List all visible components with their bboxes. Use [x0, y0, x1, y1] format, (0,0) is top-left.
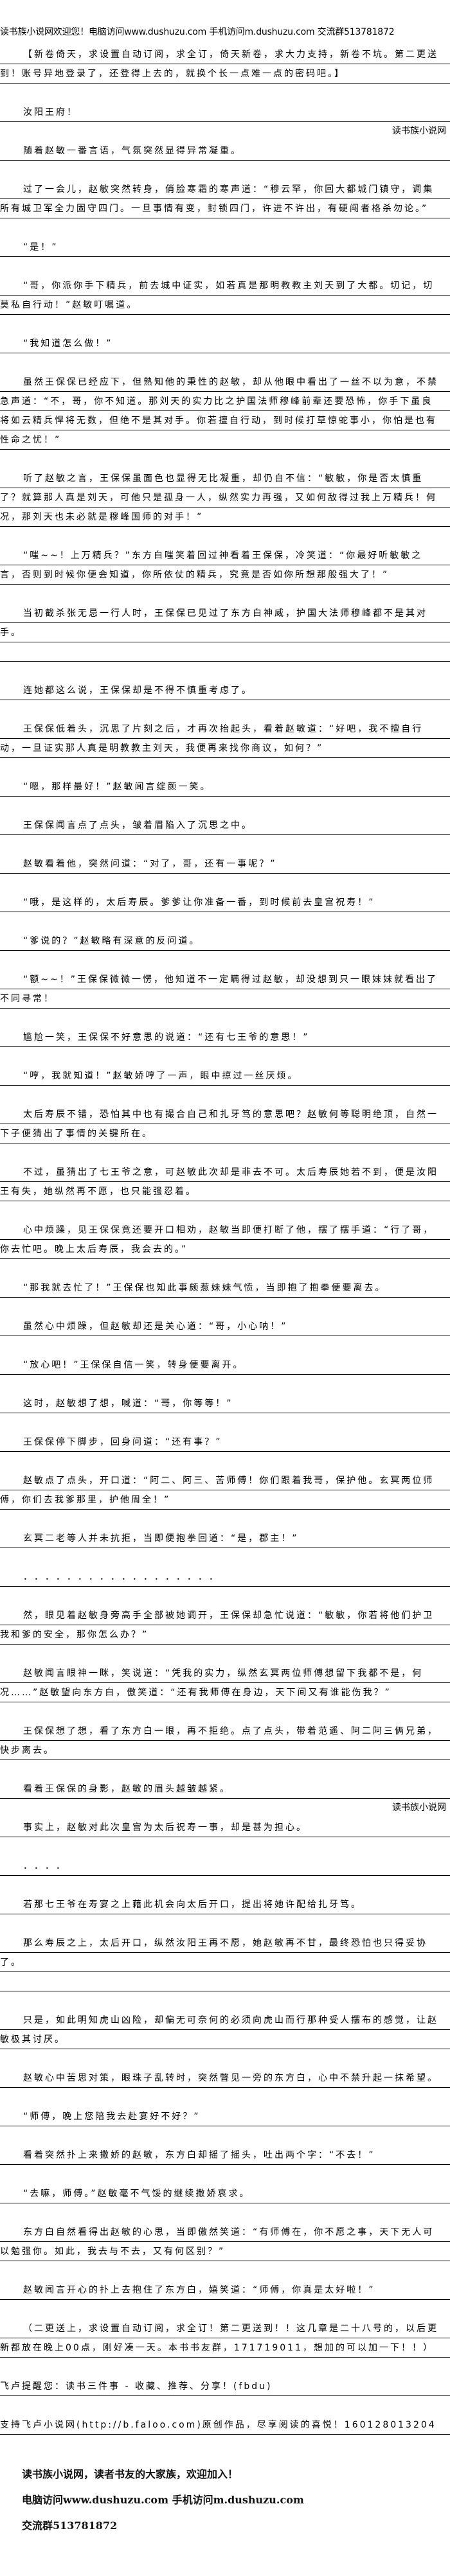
- paragraph: 王保保低着头，沉思了片刻之后，才再次抬起头，看着赵敏道：“好吧，我不擅自行动，一…: [0, 719, 450, 758]
- paragraph: 看着突然扑上来撒娇的赵敏，东方白却摇了摇头，吐出两个字：“不去！”: [0, 2146, 450, 2165]
- paragraph: 心中烦躁，见王保保竟还要开口相劝，赵敏当即便打断了他，摆了摆手道：“行了哥，你去…: [0, 1221, 450, 1259]
- site-welcome-header: 读书族小说网欢迎您！电脑访问www.dushuzu.com 手机访问m.dush…: [0, 27, 395, 37]
- paragraph: “放心吧！”王保保自信一笑，转身便要离开。: [0, 1355, 450, 1375]
- paragraph: 太后寿辰不错，恐怕其中也有撮合自己和扎牙笃的意思吧？赵敏何等聪明绝顶，自然一下子…: [0, 1105, 450, 1143]
- paragraph: 然，眼见着赵敏身旁高手全部被她调开，王保保却急忙说道：“敏敏，你若将他们护卫我和…: [0, 1606, 450, 1645]
- empty-line: [0, 642, 450, 662]
- paragraph: “嗯，那样最好！”赵敏闻言绽颜一笑。: [0, 777, 450, 797]
- paragraph: 虽然心中烦躁，但赵敏却还是关心道：“哥，小心呐！”: [0, 1317, 450, 1336]
- footer-slogan: 读书族小说网，读者书友的大家族，欢迎加入！: [22, 2468, 239, 2480]
- site-footer: 读书族小说网，读者书友的大家族，欢迎加入！ 电脑访问www.dushuzu.co…: [0, 2435, 450, 2564]
- ellipsis-break: ．．．．．．．．．．．．．．．．．．: [0, 1567, 450, 1587]
- site-notice: 飞卢提醒您：读书三件事 - 收藏、推荐、分享！(fbdu): [0, 2377, 450, 2396]
- paragraph: 赵敏看着他，突然问道：“对了，哥，还有一事呢？”: [0, 854, 450, 874]
- footer-urls: 电脑访问www.dushuzu.com 手机访问m.dushuzu.com: [22, 2494, 304, 2506]
- paragraph: （二更送上，求设置自动订阅，求全订！第二更送到！！这几章是二十八号的，以后更新都…: [0, 2319, 450, 2358]
- paragraph: “爹说的？”赵敏略有深意的反问道。: [0, 931, 450, 951]
- paragraph: “去嘛，师傅。”赵敏毫不气馁的继续撒娇哀求。: [0, 2184, 450, 2203]
- paragraph: “是！”: [0, 238, 450, 257]
- paragraph: “额~~！”王保保微微一愣，他知道不一定瞒得过赵敏，却没想到只一眼妹妹就看出了不…: [0, 970, 450, 1009]
- footer-group: 交流群513781872: [22, 2519, 118, 2532]
- paragraph: “那我就去忙了！”王保保也知此事颇惹妹妹气愤，当即抱了抱拳便要离去。: [0, 1278, 450, 1298]
- paragraph: 赵敏心中苦思对策，眼珠子乱转时，突然瞥见一旁的东方白，心中不禁升起一抹希望。: [0, 2069, 450, 2088]
- paragraph: 虽然王保保已经应下，但熟知他的秉性的赵敏，却从他眼中看出了一丝不以为意，不禁急声…: [0, 373, 450, 450]
- paragraph: 玄冥二老等人并未抗拒，当即便抱拳回道：“是，郡主！”: [0, 1529, 450, 1548]
- chapter-content: 【新卷倚天，求设置自动订阅，求全订，倚天新卷，求大力支持，新卷不坑。第二更送到！…: [0, 45, 450, 2435]
- paragraph: 赵敏闻言开心的扑上去抱住了东方白，嬉笑道：“师傅，你真是太好啦！”: [0, 2280, 450, 2300]
- site-notice: 支持飞卢小说网(http://b.faloo.com)原创作品，尽享阅读的喜悦！…: [0, 2415, 450, 2435]
- ellipsis-break: ．．．．: [0, 1857, 450, 1876]
- paragraph: 事实上，赵敏对此次皇宫为太后祝寿一事，却是甚为担心。: [0, 1818, 450, 1837]
- paragraph: 王保保想了想，看了东方白一眼，再不拒绝。点了点头，带着范遥、阿二阿三俩兄弟，快步…: [0, 1722, 450, 1760]
- paragraph: 尴尬一笑，王保保不好意思的说道：“还有七王爷的意思！”: [0, 1028, 450, 1047]
- paragraph: 当初截杀张无忌一行人时，王保保已见过了东方白神威，护国大法师穆峰都不是其对手。: [0, 604, 450, 642]
- paragraph: 赵敏点了点头，开口道：“阿二、阿三、苦师傅！你们跟着我哥，保护他。玄冥两位师傅，…: [0, 1471, 450, 1510]
- paragraph: “哦，是这样的，太后寿辰。爹爹让你准备一番，到时候前去皇宫祝寿！”: [0, 893, 450, 912]
- paragraph: 王保保停下脚步，回身问道：“还有事？”: [0, 1433, 450, 1452]
- paragraph: “我知道怎么做！”: [0, 334, 450, 353]
- paragraph: 过了一会儿，赵敏突然转身，俏脸寒霜的寒声道：“穆云罕，你回大都城门镇守，调集所有…: [0, 180, 450, 218]
- paragraph: “哥，你派你手下精兵，前去城中证实，如若真是那明教教主刘天到了大都。切记，切莫私…: [0, 276, 450, 315]
- paragraph: 看着王保保的身影，赵敏的眉头越皱越紧。: [0, 1779, 450, 1799]
- paragraph: 汝阳王府！: [0, 103, 450, 122]
- paragraph: 听了赵敏之言，王保保虽面色也显得无比凝重，却仍自不信：“敏敏，你是否太慎重了？就…: [0, 469, 450, 527]
- paragraph: 连她都这么说，王保保却是不得不慎重考虑了。: [0, 681, 450, 700]
- paragraph: “嗤~~！上万精兵？”东方白嗤笑着回过神看着王保保，冷笑道：“你最好听敏敏之言，…: [0, 546, 450, 585]
- paragraph: “哼，我就知道！”赵敏娇哼了一声，眼中掠过一丝厌烦。: [0, 1066, 450, 1086]
- paragraph: 赵敏闻言眼神一眯，笑说道：“凭我的实力，纵然玄冥两位师傅想留下我都不是，何况………: [0, 1664, 450, 1702]
- paragraph: 【新卷倚天，求设置自动订阅，求全订，倚天新卷，求大力支持，新卷不坑。第二更送到！…: [0, 45, 450, 84]
- paragraph: 东方白自然看得出赵敏的心思，当即傲然笑道：“有师傅在，你不愿之事，天下无人可以勉…: [0, 2223, 450, 2261]
- paragraph: 不过，虽猜出了七王爷之意，可赵敏此次却是非去不可。太后寿辰她若不到，便是汝阳王有…: [0, 1163, 450, 1201]
- paragraph: 这时，赵敏想了想，喊道：“哥，你等等！”: [0, 1394, 450, 1413]
- paragraph: 王保保闻言点了点头，皱着眉陷入了沉思之中。: [0, 816, 450, 835]
- paragraph: 随着赵敏一番言语，气氛突然显得异常凝重。: [0, 141, 450, 161]
- paragraph: 若那七王爷在寿宴之上藉此机会向太后开口，提出将她许配给扎牙笃。: [0, 1895, 450, 1914]
- paragraph: 只是，如此明知虎山凶险，却偏无可奈何的必须向虎山而行那种受人摆布的感觉，让赵敏极…: [0, 2011, 450, 2049]
- empty-line: [0, 1972, 450, 1991]
- paragraph: 那么寿辰之上，太后开口，纵然汝阳王再不愿，她赵敏再不甘，最终恐怕也只得妥协了。: [0, 1934, 450, 1972]
- paragraph: “师傅，晚上您陪我去赴宴好不好？”: [0, 2107, 450, 2126]
